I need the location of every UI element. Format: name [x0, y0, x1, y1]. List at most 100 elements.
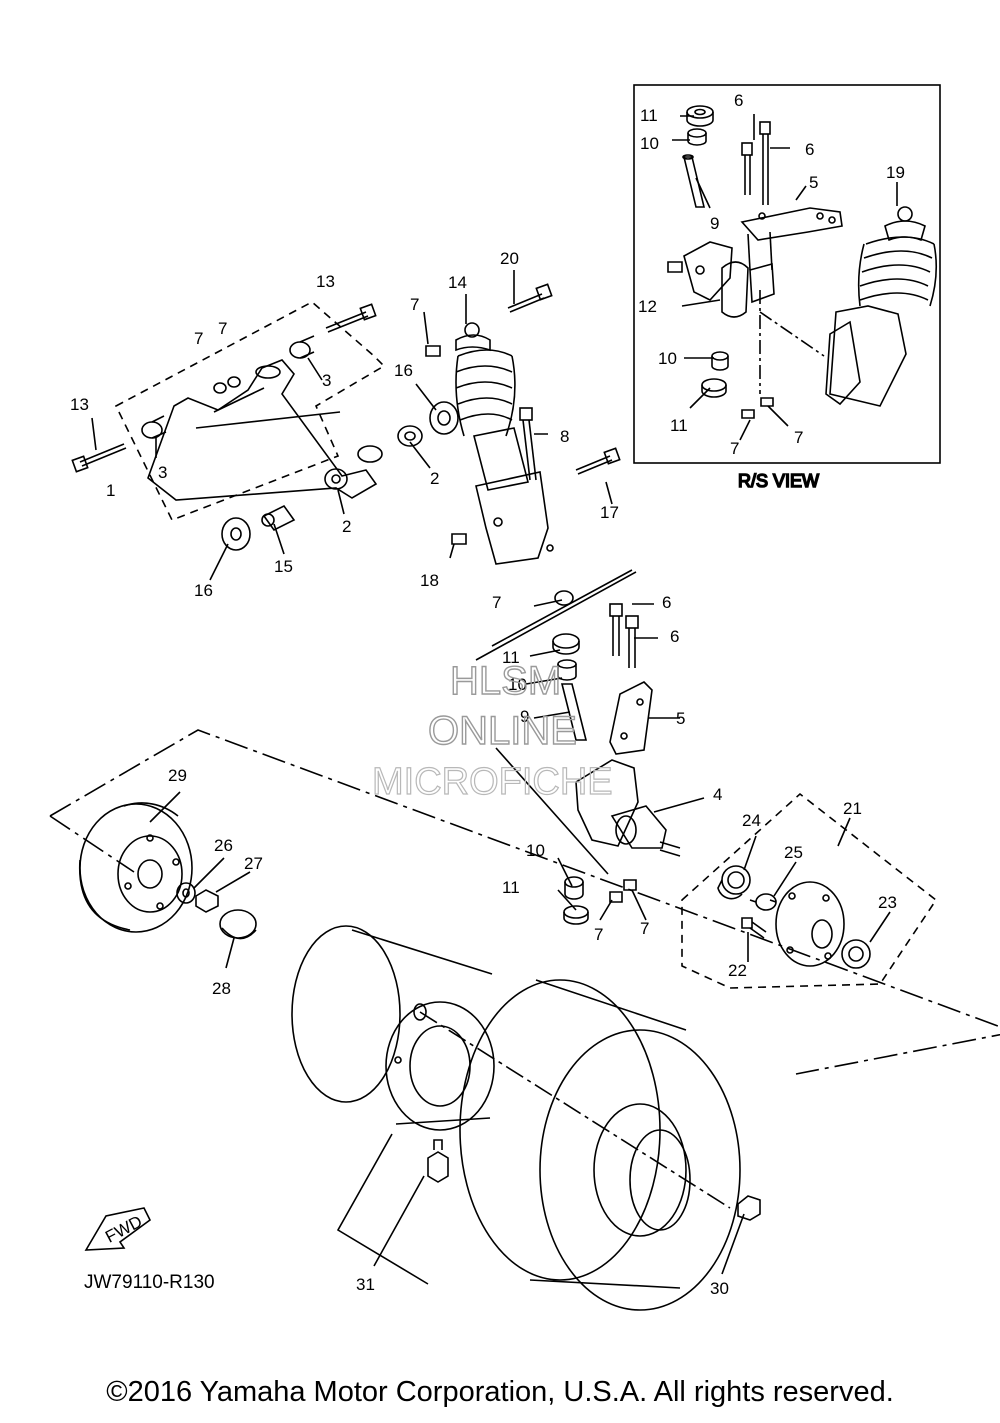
part-hub[interactable] — [775, 881, 845, 967]
part-6-bolt-inset-b[interactable] — [759, 121, 771, 205]
part-19-shock-absorber-inset[interactable] — [825, 206, 938, 407]
part-11-washer-center[interactable] — [552, 633, 580, 655]
part-7-nut-shock-top[interactable] — [425, 345, 441, 357]
axle-centerline — [419, 1011, 731, 1209]
callout: 7 — [218, 319, 227, 338]
callout: 7 — [794, 428, 803, 447]
part-9-sleeve-center[interactable] — [560, 683, 588, 741]
part-2-bushing-b[interactable] — [397, 425, 423, 447]
part-22-stud[interactable] — [741, 917, 767, 939]
part-10-collar-lower[interactable] — [564, 876, 584, 900]
part-26-washer[interactable] — [176, 882, 196, 904]
part-23-bearing[interactable] — [841, 939, 871, 969]
inset-frame — [633, 84, 941, 464]
part-5-bracket-center[interactable] — [609, 681, 653, 755]
part-11-washer-lower[interactable] — [563, 905, 589, 925]
watermark-line-1: HLSM — [450, 659, 561, 703]
callout: 21 — [843, 799, 862, 818]
callout: 3 — [322, 371, 331, 390]
inset-title: R/S VIEW — [738, 471, 819, 491]
callout: 7 — [194, 329, 203, 348]
part-14-shock-absorber[interactable] — [455, 322, 529, 491]
part-tire[interactable] — [459, 979, 741, 1311]
part-30-nut[interactable] — [737, 1195, 761, 1221]
callout: 5 — [809, 173, 818, 192]
leader-lines-inset — [672, 114, 898, 441]
callout: 4 — [713, 785, 722, 804]
part-17-bolt[interactable] — [575, 447, 621, 475]
part-6-bolt-center-b[interactable] — [625, 615, 639, 668]
watermark: HLSM ONLINE MICROFICHE — [371, 658, 613, 803]
part-16-washer-lower[interactable] — [221, 517, 251, 551]
part-15-collar[interactable] — [261, 504, 296, 532]
part-12-knuckle-inset[interactable] — [667, 241, 775, 318]
part-25-spacer[interactable] — [749, 893, 777, 911]
watermark-line-3: MICROFICHE — [372, 761, 613, 803]
part-7-nut-inset-a[interactable] — [741, 409, 755, 419]
callout: 25 — [784, 843, 803, 862]
part-11-washer-inset-lower[interactable] — [701, 378, 727, 398]
callout: 11 — [502, 648, 520, 667]
callout: 5 — [676, 709, 685, 728]
part-7-nut-inset-b[interactable] — [760, 397, 774, 407]
part-5-bracket-inset[interactable] — [740, 207, 843, 271]
part-10-collar-inset-lower[interactable] — [711, 351, 729, 371]
part-wheel-rim[interactable] — [291, 925, 495, 1131]
aarm-dashed-box — [114, 301, 386, 522]
part-8-bolt[interactable] — [519, 407, 537, 481]
part-13-bolt-lower[interactable] — [71, 443, 127, 473]
callout: 7 — [594, 925, 603, 944]
part-18-nut[interactable] — [451, 533, 467, 545]
callout: 2 — [430, 469, 439, 488]
callout: 11 — [670, 416, 688, 435]
part-28-cap[interactable] — [219, 909, 257, 940]
part-13-bolt-upper[interactable] — [325, 303, 377, 333]
part-3-bushing-b[interactable] — [289, 335, 315, 359]
part-3-bushing-a[interactable] — [141, 415, 167, 439]
part-31-valve[interactable] — [427, 1139, 449, 1183]
part-9-sleeve-inset[interactable] — [682, 154, 706, 208]
fwd-label: FWD — [102, 1212, 145, 1247]
part-1-upper-arm[interactable] — [147, 359, 383, 501]
part-4-knuckle[interactable] — [575, 759, 681, 857]
part-20-bolt[interactable] — [507, 283, 553, 313]
part-29-brake-drum[interactable] — [78, 802, 193, 933]
knuckle-dashed-box — [475, 569, 637, 875]
leader-lines-main — [91, 270, 891, 1275]
part-7-nut-center-top[interactable] — [554, 590, 574, 606]
callout: 10 — [526, 841, 545, 860]
callout: 1 — [106, 481, 115, 500]
callout: 10 — [658, 349, 677, 368]
part-6-bolt-center-a[interactable] — [609, 603, 623, 656]
callout: 14 — [448, 273, 467, 292]
callout: 28 — [212, 979, 231, 998]
callout: 11 — [502, 878, 520, 897]
part-16-washer-upper[interactable] — [429, 401, 459, 435]
part-27-nut[interactable] — [195, 889, 219, 913]
callout: 19 — [886, 163, 905, 182]
part-7-nut-knuckle-b[interactable] — [623, 879, 637, 891]
callout: 15 — [274, 557, 293, 576]
callout: 16 — [194, 581, 213, 600]
steering-bracket[interactable] — [475, 471, 554, 565]
part-24-bearing[interactable] — [717, 865, 751, 900]
callout: 22 — [728, 961, 747, 980]
part-7-nut-arm-a[interactable] — [213, 382, 227, 394]
fwd-arrow-icon — [84, 1207, 152, 1251]
callout: 13 — [316, 272, 335, 291]
callout: 10 — [640, 134, 659, 153]
part-7-nut-arm-b[interactable] — [227, 376, 241, 388]
part-11-washer-inset[interactable] — [686, 105, 714, 127]
part-10-collar-center[interactable] — [557, 659, 577, 681]
part-2-bushing-a[interactable] — [324, 468, 348, 490]
callout: 10 — [508, 675, 527, 694]
part-10-collar-inset[interactable] — [687, 128, 707, 146]
inset-centerline — [759, 290, 825, 394]
valve-bracket — [336, 1133, 429, 1285]
callout: 31 — [356, 1275, 375, 1294]
part-6-bolt-inset-a[interactable] — [741, 142, 753, 195]
hub-dashed-box — [681, 792, 938, 989]
copyright-notice: ©2016 Yamaha Motor Corporation, U.S.A. A… — [106, 1376, 894, 1408]
callout: 23 — [878, 893, 897, 912]
part-7-nut-knuckle-a[interactable] — [609, 891, 623, 903]
